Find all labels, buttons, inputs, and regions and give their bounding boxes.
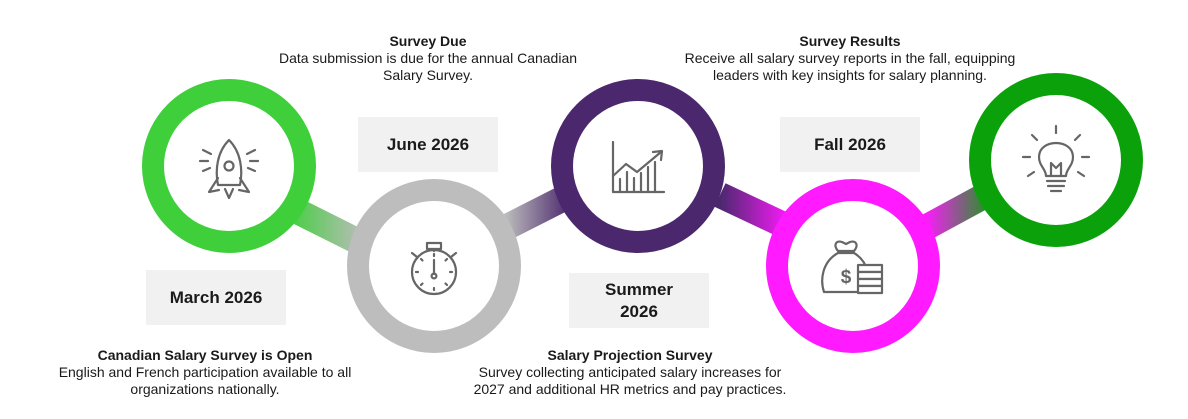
milestone-description-survey-open: Canadian Salary Survey is Open English a… [20, 347, 390, 398]
milestone-title: Salary Projection Survey [547, 347, 713, 363]
money-bag-icon: $ [821, 240, 884, 295]
date-label-line-2: 2026 [620, 301, 658, 321]
milestone-text-line: organizations nationally. [130, 381, 280, 397]
milestone-ring-4 [766, 179, 940, 353]
date-label: March 2026 [169, 287, 263, 307]
milestone-description-salary-projection: Salary Projection Survey Survey collecti… [430, 347, 830, 398]
milestone-ring-1 [142, 79, 316, 253]
date-box-june-2026: June 2026 [358, 117, 498, 172]
milestone-text-line: Data submission is due for the annual Ca… [278, 50, 578, 66]
milestone-ring-5 [969, 73, 1143, 247]
milestone-text-line: Receive all salary survey reports in the… [684, 50, 1016, 66]
milestone-description-survey-due: Survey Due Data submission is due for th… [238, 33, 618, 84]
milestone-title: Survey Results [799, 33, 901, 49]
date-label: June 2026 [386, 134, 470, 154]
date-label: Fall 2026 [814, 134, 886, 154]
milestone-text-line: Salary Survey. [383, 67, 473, 83]
date-box-summer-2026: Summer 2026 [569, 273, 709, 328]
milestone-title: Canadian Salary Survey is Open [97, 347, 313, 363]
stopwatch-icon [410, 241, 458, 296]
lightbulb-icon [1021, 124, 1091, 193]
rocket-icon [198, 138, 260, 200]
date-box-march-2026: March 2026 [146, 270, 286, 325]
date-label-line-1: Summer [604, 279, 674, 299]
milestone-text-line: leaders with key insights for salary pla… [713, 67, 987, 83]
milestone-text-line: 2027 and additional HR metrics and pay p… [473, 381, 787, 397]
milestone-text-line: English and French participation availab… [58, 364, 352, 380]
milestone-ring-3 [551, 79, 725, 253]
svg-text:$: $ [841, 267, 852, 288]
date-box-fall-2026: Fall 2026 [780, 117, 920, 172]
growth-chart-icon [611, 140, 666, 194]
milestone-description-survey-results: Survey Results Receive all salary survey… [640, 33, 1060, 84]
milestone-title: Survey Due [389, 33, 467, 49]
milestone-text-line: Survey collecting anticipated salary inc… [478, 364, 782, 380]
